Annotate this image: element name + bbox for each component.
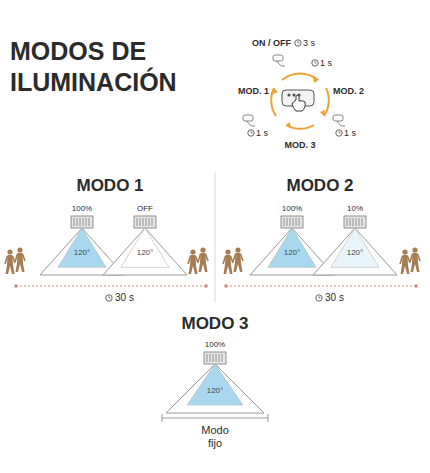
light-cone: 120° xyxy=(102,228,188,276)
level-label: OFF xyxy=(137,204,153,213)
time-label: 1 s xyxy=(320,58,332,68)
time-label: 30 s xyxy=(325,292,344,304)
button-label: ON / OFF xyxy=(252,38,291,48)
section-heading: MODO 3 xyxy=(181,314,248,334)
title: MODOS DE ILUMINACIÓN xyxy=(10,36,225,99)
light-cone: 120° xyxy=(165,364,265,414)
time-label: 1 s xyxy=(344,128,356,138)
mode-label: MOD. 2 xyxy=(333,86,364,96)
time-label: 30 s xyxy=(115,292,134,304)
level-label: 100% xyxy=(282,204,302,213)
light-cone: 120° xyxy=(312,228,398,276)
section-heading: MODO 1 xyxy=(76,176,143,196)
angle-label: 120° xyxy=(165,386,265,395)
level-label: 100% xyxy=(72,204,92,213)
level-label: 10% xyxy=(347,204,363,213)
note-label: Modo fijo xyxy=(195,424,235,450)
angle-label: 120° xyxy=(249,248,335,257)
angle-label: 120° xyxy=(102,248,188,257)
time-label: 1 s xyxy=(256,128,268,138)
angle-label: 120° xyxy=(312,248,398,257)
level-label: 100% xyxy=(205,340,225,349)
mode-label: MOD. 1 xyxy=(238,86,269,96)
section-heading: MODO 2 xyxy=(286,176,353,196)
angle-label: 120° xyxy=(39,248,125,257)
time-label: 3 s xyxy=(303,38,315,48)
mode-label: MOD. 3 xyxy=(284,140,315,150)
